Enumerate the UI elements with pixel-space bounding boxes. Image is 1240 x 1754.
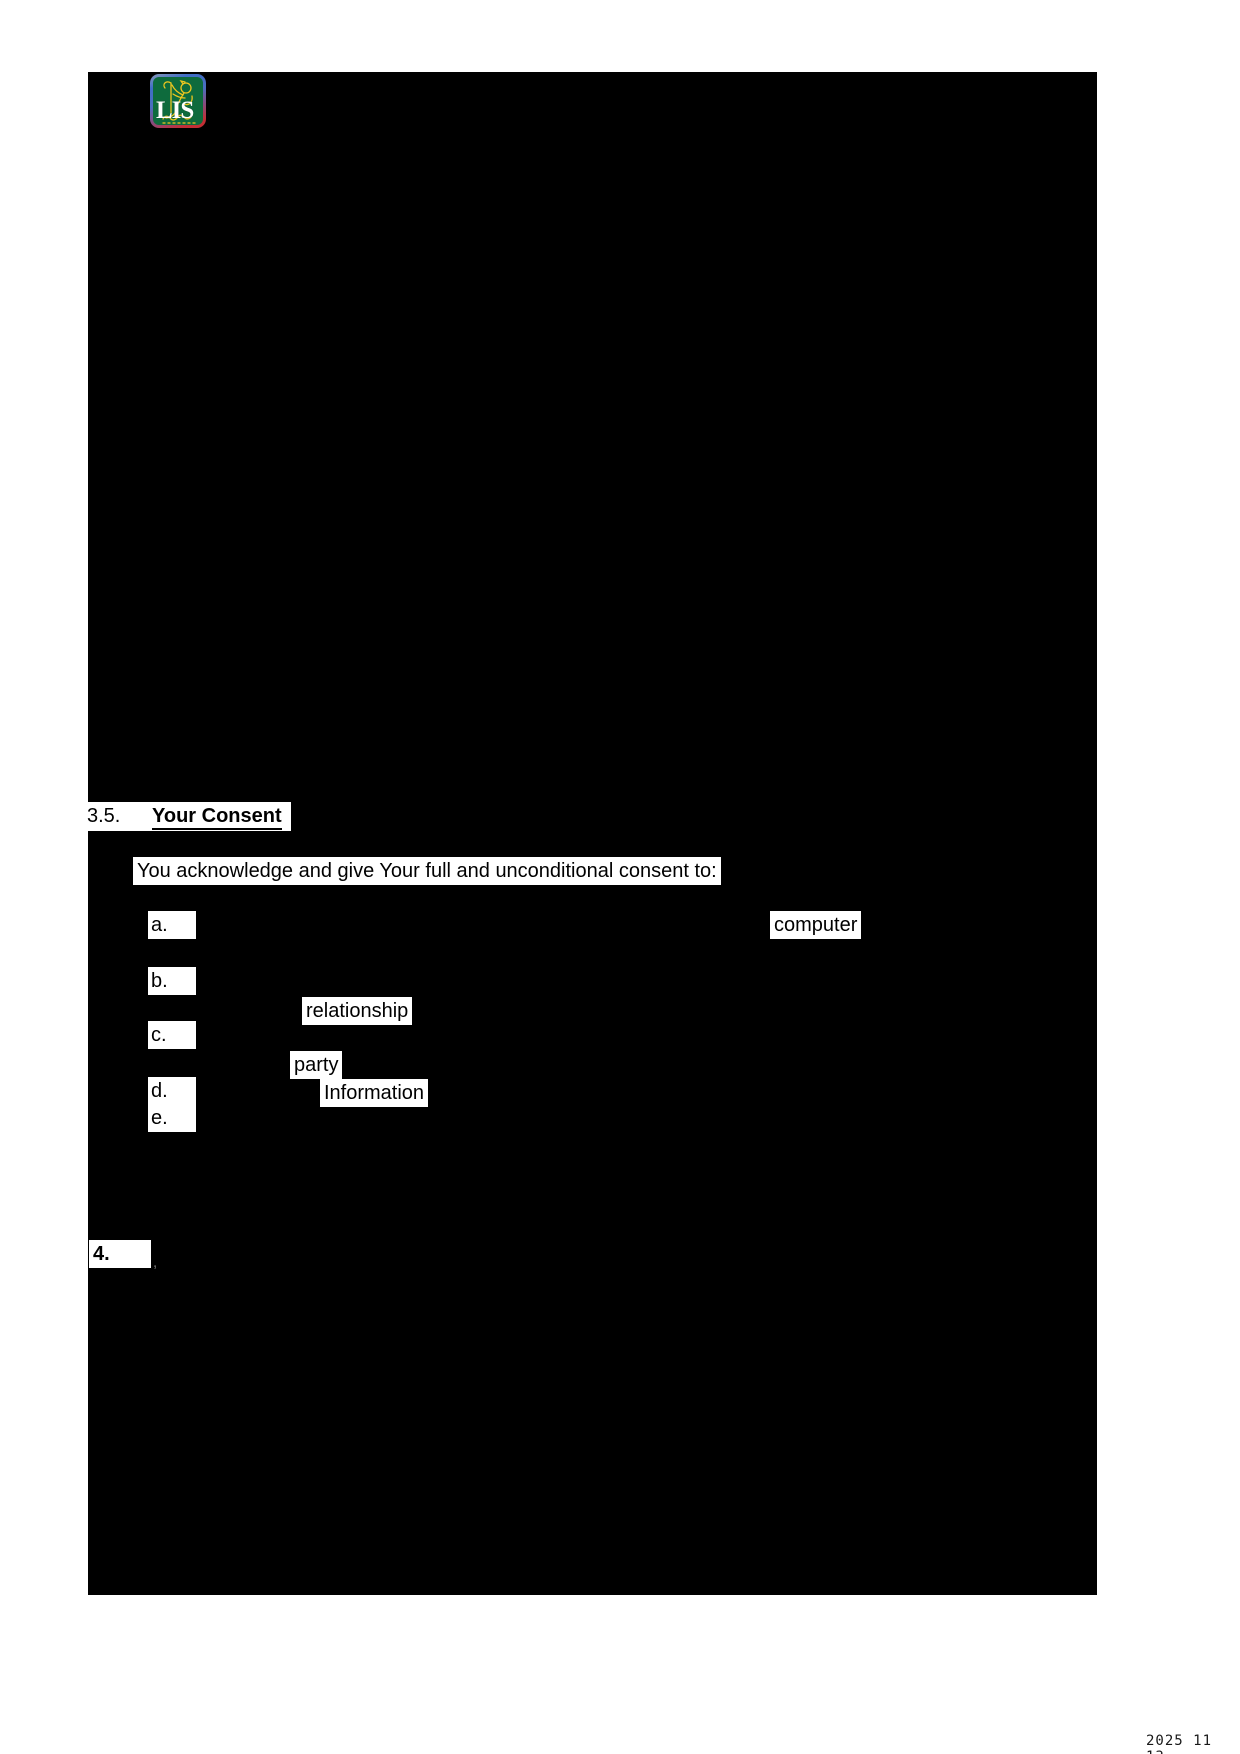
lis-logo: LIS: [150, 74, 206, 128]
section-4-trailing-mark: ,: [153, 1254, 158, 1271]
list-marker-b: b.: [148, 967, 196, 995]
list-marker-d: d.: [148, 1077, 196, 1105]
lion-crest-icon: [162, 79, 198, 124]
section-4-number: 4.: [89, 1240, 151, 1268]
logo-text: LIS: [156, 97, 194, 124]
section-title: Your Consent: [152, 805, 282, 830]
redacted-content-block: [88, 72, 1097, 1595]
consent-intro-line: You acknowledge and give Your full and u…: [133, 857, 721, 885]
date-stamp: 2025 11 13: [1146, 1733, 1213, 1754]
lis-logo-crest: LIS: [153, 77, 203, 125]
fragment-information: Information: [320, 1079, 429, 1107]
fragment-computer: computer: [770, 911, 862, 939]
section-3-5-heading: 3.5. Your Consent: [83, 802, 291, 831]
list-marker-c: c.: [148, 1021, 196, 1049]
fragment-party: party: [290, 1051, 343, 1079]
section-number: 3.5.: [87, 805, 121, 827]
list-marker-a: a.: [148, 911, 196, 939]
list-marker-e: e.: [148, 1104, 196, 1132]
fragment-relationship: relationship: [302, 997, 413, 1025]
